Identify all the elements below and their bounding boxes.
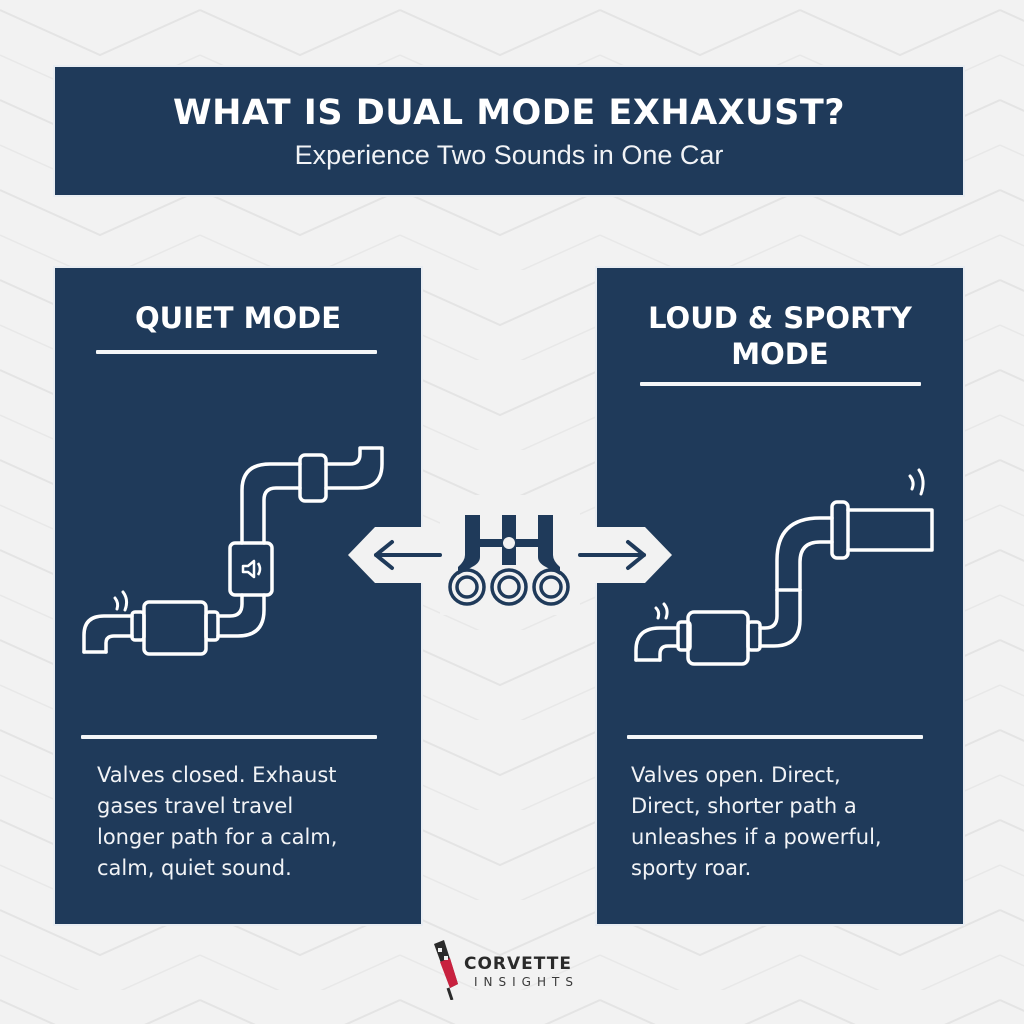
loud-mode-title: LOUD & SPORTY MODE xyxy=(597,300,963,372)
center-connector xyxy=(348,495,672,615)
muffler-icon xyxy=(142,600,208,656)
crossed-flags-icon xyxy=(434,940,458,1000)
divider xyxy=(96,350,377,354)
page-title: WHAT IS DUAL MODE EXHAXUST? xyxy=(172,93,845,133)
speaker-icon xyxy=(241,559,262,579)
divider xyxy=(81,735,377,739)
exhaust-pipe-icon xyxy=(82,614,134,654)
logo-brand-text: CORVETTE xyxy=(464,954,572,974)
arrow-right-icon xyxy=(578,540,646,570)
quiet-mode-title: QUIET MODE xyxy=(134,301,342,335)
arrow-left-icon xyxy=(374,540,442,570)
loud-sporty-mode-panel: LOUD & SPORTY MODE Valves open. Direct, … xyxy=(597,268,963,924)
loud-mode-title-line1: LOUD & SPORTY xyxy=(648,301,912,335)
divider xyxy=(627,735,923,739)
loud-mode-description: Valves open. Direct, Direct, shorter pat… xyxy=(631,763,882,880)
loud-exhaust-illustration xyxy=(634,468,934,666)
quiet-exhaust-illustration xyxy=(82,446,384,656)
logo-sub-text: INSIGHTS xyxy=(474,975,579,989)
header-banner: WHAT IS DUAL MODE EXHAXUST? Experience T… xyxy=(55,67,963,195)
engine-manifold-icon xyxy=(448,515,570,606)
quiet-mode-description: Valves closed. Exhaust gases travel trav… xyxy=(97,763,338,880)
corvette-insights-logo: CORVETTE INSIGHTS xyxy=(430,940,620,1000)
sound-waves-icon xyxy=(113,590,129,612)
sound-waves-icon xyxy=(654,468,925,620)
page-subtitle: Experience Two Sounds in One Car xyxy=(294,140,724,170)
loud-mode-title-line2: MODE xyxy=(731,337,829,371)
divider xyxy=(640,382,921,386)
exhaust-pipe-icon xyxy=(634,626,680,662)
muffler-icon xyxy=(686,610,750,666)
